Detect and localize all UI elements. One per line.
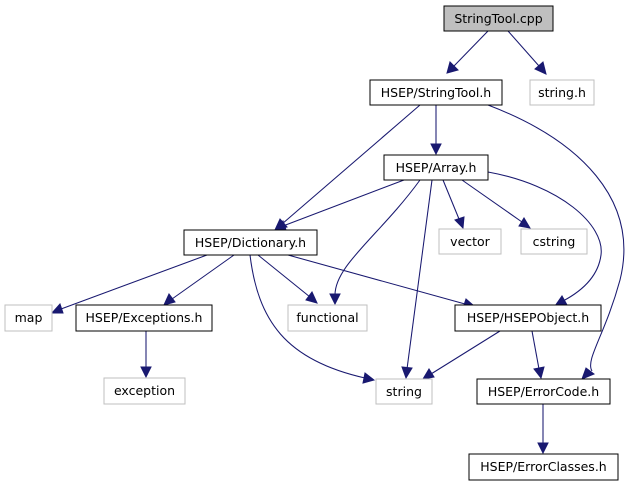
node-errorclasses-h[interactable]: HSEP/ErrorClasses.h xyxy=(468,453,619,481)
node-label: HSEP/ErrorCode.h xyxy=(488,384,599,399)
edge-dictionary-h-to-exceptions-h xyxy=(163,254,235,306)
node-label: vector xyxy=(450,234,491,249)
nodes: StringTool.cpp HSEP/StringTool.h string.… xyxy=(4,5,619,481)
edge-array-h-to-vector xyxy=(442,179,465,230)
edge-array-h-to-string xyxy=(401,179,433,380)
node-map[interactable]: map xyxy=(4,304,53,332)
node-string[interactable]: string xyxy=(375,378,433,405)
edge-stringtool-h-to-array-h xyxy=(430,105,442,156)
node-functional[interactable]: functional xyxy=(287,304,368,332)
node-label: StringTool.cpp xyxy=(454,11,542,26)
edge-array-h-to-functional xyxy=(329,179,421,306)
node-label: map xyxy=(15,310,43,325)
edge-dictionary-h-to-string xyxy=(249,254,376,384)
edge-hsepobject-h-to-string xyxy=(422,330,501,380)
node-stringtool-cpp[interactable]: StringTool.cpp xyxy=(443,5,554,32)
node-exception[interactable]: exception xyxy=(103,377,186,405)
node-exceptions-h[interactable]: HSEP/Exceptions.h xyxy=(75,304,213,332)
node-label: string.h xyxy=(538,85,586,100)
edge-exceptions-h-to-exception xyxy=(140,331,152,379)
edge-hsepobject-h-to-errorcode-h xyxy=(531,330,545,380)
edge-root-to-stringtool-h xyxy=(446,30,489,74)
edge-array-h-to-dictionary-h xyxy=(273,179,405,231)
edge-dictionary-h-to-map xyxy=(50,254,208,314)
node-label: HSEP/ErrorClasses.h xyxy=(480,459,606,474)
node-label: HSEP/Exceptions.h xyxy=(86,310,203,325)
node-label: string xyxy=(386,384,422,399)
node-label: HSEP/HSEPObject.h xyxy=(467,310,589,325)
node-string-h[interactable]: string.h xyxy=(529,79,595,106)
edge-dictionary-h-to-functional xyxy=(257,254,318,304)
edge-stringtool-h-to-errorcode-h xyxy=(487,104,625,380)
edge-array-h-to-cstring xyxy=(461,179,531,229)
node-label: HSEP/Dictionary.h xyxy=(195,235,306,250)
node-label: HSEP/StringTool.h xyxy=(381,85,491,100)
node-cstring[interactable]: cstring xyxy=(520,228,588,255)
node-stringtool-h[interactable]: HSEP/StringTool.h xyxy=(369,79,503,106)
node-errorcode-h[interactable]: HSEP/ErrorCode.h xyxy=(476,378,611,405)
node-dictionary-h[interactable]: HSEP/Dictionary.h xyxy=(183,229,318,256)
node-array-h[interactable]: HSEP/Array.h xyxy=(383,154,489,181)
edges xyxy=(50,30,625,455)
edge-errorcode-h-to-errorclasses-h xyxy=(537,404,549,455)
edge-root-to-string-h xyxy=(507,30,547,75)
node-vector[interactable]: vector xyxy=(438,228,502,255)
node-label: exception xyxy=(114,383,175,398)
node-label: cstring xyxy=(533,234,576,249)
node-label: functional xyxy=(296,310,358,325)
node-label: HSEP/Array.h xyxy=(396,160,477,175)
node-hsepobject-h[interactable]: HSEP/HSEPObject.h xyxy=(454,304,602,332)
